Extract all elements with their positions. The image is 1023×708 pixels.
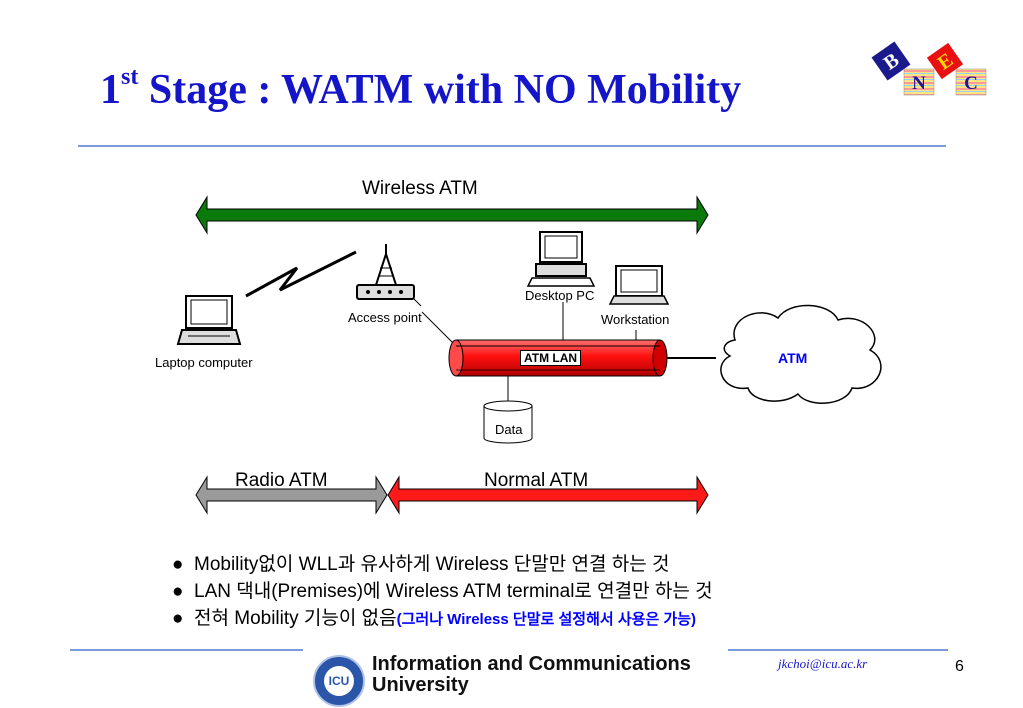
page-number: 6 xyxy=(955,658,964,675)
atm-lan-pipe xyxy=(448,339,668,377)
workstation-icon xyxy=(608,265,670,305)
university-line-1: Information and Communications xyxy=(372,653,691,675)
page-title: 1st Stage : WATM with NO Mobility xyxy=(100,64,742,114)
laptop-icon xyxy=(176,295,242,345)
icu-logo: ICU xyxy=(313,655,365,707)
title-divider xyxy=(78,145,946,147)
radio-atm-label: Radio ATM xyxy=(235,470,328,491)
university-name: Information and Communications Universit… xyxy=(372,654,691,696)
access-point-icon xyxy=(356,244,422,307)
bullet-item: ●LAN 댁내(Premises)에 Wireless ATM terminal… xyxy=(172,581,713,602)
footer-divider-right xyxy=(728,649,948,651)
atm-lan-label: ATM LAN xyxy=(520,350,582,366)
bullet-text: Mobility없이 WLL과 유사하게 Wireless 단말만 연결 하는 … xyxy=(194,554,670,575)
benc-logo: B E N C xyxy=(871,41,987,96)
data-storage-icon xyxy=(483,400,533,444)
bullet-item: ●Mobility없이 WLL과 유사하게 Wireless 단말만 연결 하는… xyxy=(172,554,670,575)
data-label: Data xyxy=(495,422,523,437)
icu-logo-text: ICU xyxy=(324,666,354,696)
normal-atm-label: Normal ATM xyxy=(484,470,589,491)
logo-letter-n: N xyxy=(912,73,926,94)
university-line-2: University xyxy=(372,674,469,696)
logo-letter-c: C xyxy=(964,73,978,94)
title-superscript: st xyxy=(121,64,139,90)
bullet-text: LAN 댁내(Premises)에 Wireless ATM terminal로… xyxy=(194,581,713,602)
bullet-item: ●전혀 Mobility 기능이 없음(그러나 Wireless 단말로 설정해… xyxy=(172,608,697,629)
title-text: Stage : WATM with NO Mobility xyxy=(138,67,742,113)
radio-link-bolt xyxy=(245,250,357,298)
footer-divider-left xyxy=(70,649,303,651)
workstation-label: Workstation xyxy=(601,312,670,327)
laptop-label: Laptop computer xyxy=(155,355,253,370)
title-number: 1 xyxy=(100,67,121,113)
author-email: jkchoi@icu.ac.kr xyxy=(778,656,868,671)
access-point-label: Access point xyxy=(348,310,422,325)
radio-atm-arrow xyxy=(195,475,388,515)
normal-atm-arrow xyxy=(387,475,709,515)
bullet-text: 전혀 Mobility 기능이 없음 xyxy=(194,608,397,629)
atm-cloud-label: ATM xyxy=(778,350,808,366)
desktop-pc-icon xyxy=(526,231,596,287)
wireless-atm-arrow xyxy=(195,195,709,235)
wireless-atm-label: Wireless ATM xyxy=(362,178,478,199)
atm-cloud xyxy=(720,304,882,404)
desktop-pc-label: Desktop PC xyxy=(525,288,595,303)
bullet-note: (그러나 Wireless 단말로 설정해서 사용은 가능) xyxy=(396,611,697,628)
